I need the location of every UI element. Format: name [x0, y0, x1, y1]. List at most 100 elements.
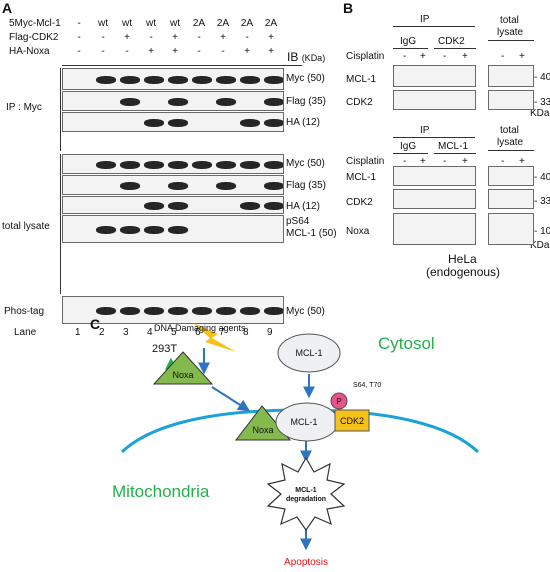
treatment-cell: 2A: [264, 18, 278, 29]
treatment-cell: +: [220, 32, 226, 43]
blot-band: [144, 161, 164, 169]
cisplatin-sign: -: [501, 156, 505, 167]
lane-label: Lane: [14, 327, 37, 338]
blot-band: [192, 307, 212, 315]
panel-a-letter: A: [2, 0, 13, 16]
cisplatin-sign: -: [501, 51, 505, 62]
group-label-phos-tag: Phos-tag: [4, 306, 45, 317]
cisplatin-sign: -: [403, 156, 407, 167]
blot-band: [240, 76, 260, 84]
b-top-cisplatin: Cisplatin: [346, 51, 385, 62]
blot-band: [264, 182, 283, 190]
cytosol-text: Cytosol: [378, 334, 435, 353]
b-bot-marker-40: - 40: [534, 172, 550, 183]
blot-label-ip-myc: Myc (50): [286, 73, 325, 84]
western-blot-strip: [393, 189, 476, 209]
b-top-row-mcl1: MCL-1: [346, 74, 377, 85]
blot-band: [264, 76, 283, 84]
cisplatin-sign: -: [443, 51, 447, 62]
treatment-cell: -: [77, 46, 81, 57]
treatment-cell: +: [172, 32, 178, 43]
western-blot-strip: [62, 68, 284, 90]
lane-number: 6: [195, 327, 201, 338]
treatment-cell: wt: [122, 18, 132, 29]
blot-band: [168, 182, 188, 190]
b-bot-lysate-rule: [488, 150, 534, 151]
blot-band: [264, 307, 283, 315]
blot-band: [240, 161, 260, 169]
dna-damaging-text: DNA Damaging agents: [154, 323, 246, 333]
blot-band: [144, 202, 164, 210]
b-bot-row-cdk2: CDK2: [346, 197, 373, 208]
blot-band: [144, 76, 164, 84]
row-label-ha-noxa: HA-Noxa: [9, 46, 50, 57]
b-bot-lysate: lysate: [497, 137, 524, 148]
b-bot-ip-label: IP: [420, 125, 430, 136]
western-blot-strip: [62, 296, 284, 324]
b-top-lysate-rule: [488, 40, 534, 41]
blot-band: [264, 98, 283, 106]
treatment-cell: wt: [98, 18, 108, 29]
western-blot-strip: [488, 189, 534, 209]
blot-band: [240, 307, 260, 315]
western-blot-strip: [62, 91, 284, 111]
blot-band: [240, 119, 260, 127]
b-bot-marker-10: - 10: [534, 226, 550, 237]
blot-band: [96, 161, 116, 169]
western-blot-strip: [488, 166, 534, 186]
blot-band: [216, 307, 236, 315]
lane-number: 5: [171, 327, 177, 338]
b-bot-total: total: [500, 125, 519, 136]
western-blot-strip: [62, 112, 284, 132]
treatment-cell: -: [125, 46, 129, 57]
blot-band: [96, 226, 116, 234]
treatment-cell: -: [77, 32, 81, 43]
row-label-myc-mcl1: 5Myc-Mcl-1: [9, 18, 61, 29]
sites-text: S64, T70: [353, 382, 381, 389]
arrow-noxa-to-membrane: [211, 386, 251, 412]
degradation-text-1: MCL-1: [295, 487, 316, 494]
blot-band: [144, 307, 164, 315]
lane-number: 7: [219, 327, 225, 338]
b-top-lysate: lysate: [497, 27, 524, 38]
blot-band: [168, 98, 188, 106]
mitochondria-text: Mitochondria: [112, 482, 210, 501]
blot-band: [120, 226, 140, 234]
western-blot-strip: [393, 166, 476, 186]
b-top-cdk2-rule: [434, 48, 476, 49]
western-blot-strip: [62, 196, 284, 214]
cdk2-box: [334, 409, 370, 432]
degradation-burst: [266, 456, 346, 532]
blot-band: [168, 202, 188, 210]
b-bot-ab-mcl1: MCL-1: [438, 141, 469, 152]
treatment-cell: +: [244, 46, 250, 57]
cisplatin-sign: -: [403, 51, 407, 62]
treatment-cell: wt: [170, 18, 180, 29]
b-top-kda: KDa: [530, 108, 550, 119]
cell-line-note: (endogenous): [426, 265, 501, 279]
mcl1-text-mito: MCL-1: [290, 417, 317, 427]
mcl1-text-cytosol: MCL-1: [295, 348, 322, 358]
lightning-bolt-icon: [193, 323, 236, 352]
blot-label-ps64-mcl1: MCL-1 (50): [286, 228, 337, 239]
b-top-row-cdk2: CDK2: [346, 97, 373, 108]
blot-band: [192, 161, 212, 169]
cisplatin-sign: -: [443, 156, 447, 167]
b-top-ip-label: IP: [420, 14, 430, 25]
blot-band: [240, 202, 260, 210]
blot-band: [168, 307, 188, 315]
cisplatin-sign: +: [420, 51, 426, 62]
blot-band: [168, 119, 188, 127]
treatment-cell: 2A: [240, 18, 254, 29]
blot-band: [216, 182, 236, 190]
panel-a-top-rule: [62, 65, 302, 66]
b-top-marker-33: - 33: [534, 97, 550, 108]
b-bot-kda: KDa: [530, 240, 550, 251]
blot-label-phos-myc: Myc (50): [286, 306, 325, 317]
blot-label-ip-flag: Flag (35): [286, 96, 327, 107]
noxa-triangle-cytosol: [152, 351, 214, 385]
group-bracket-ip: [60, 68, 61, 151]
treatment-cell: 2A: [216, 18, 230, 29]
